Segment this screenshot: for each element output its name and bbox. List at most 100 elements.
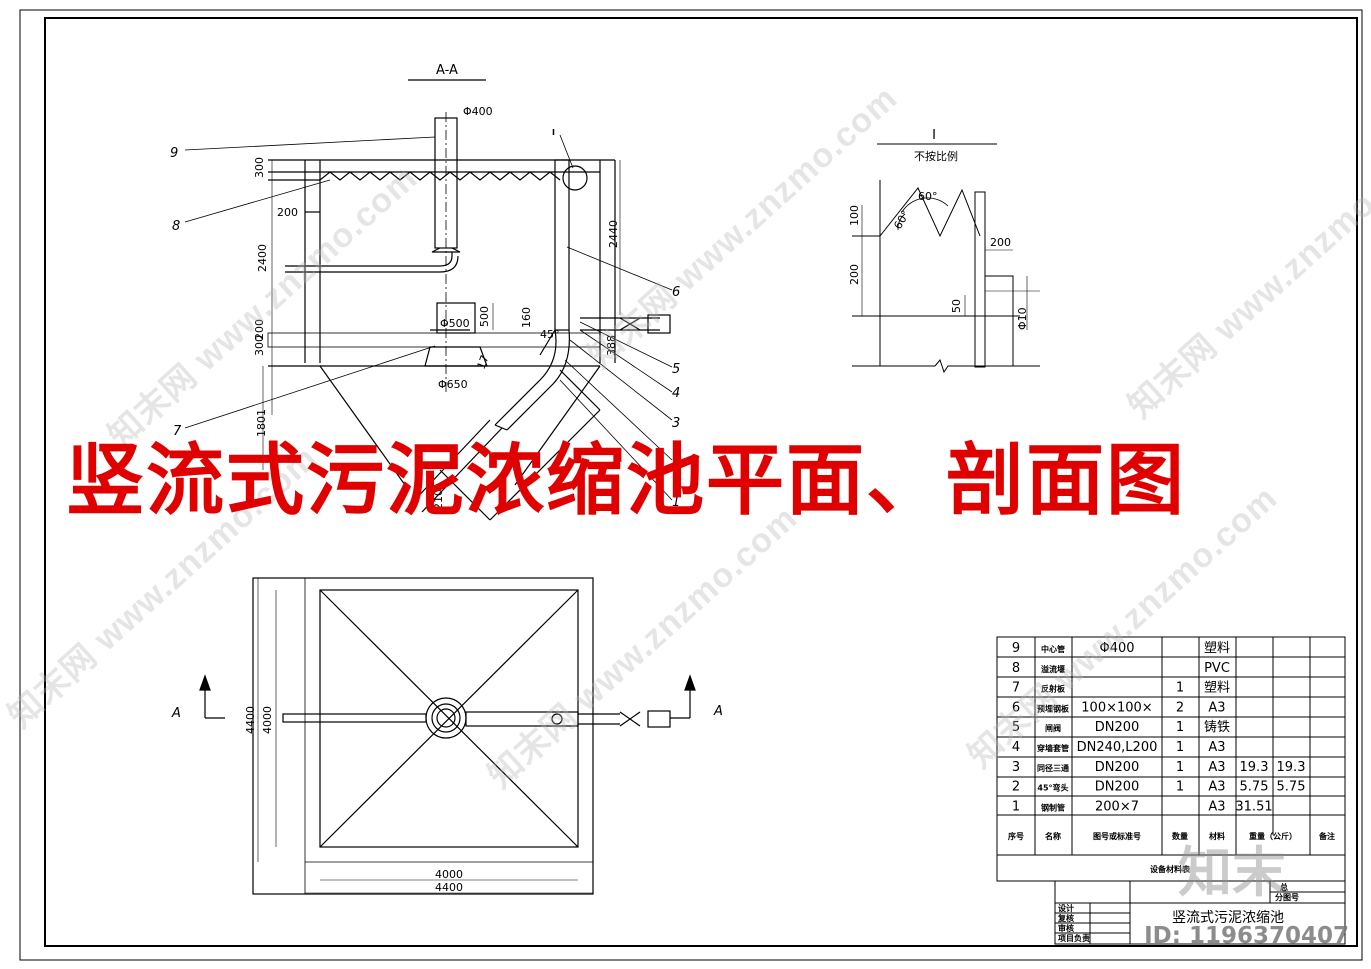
cell-sheet: 分图号 xyxy=(1275,892,1299,902)
plan-dim-4400-v: 4400 xyxy=(244,706,257,734)
dim-300-top: 300 xyxy=(253,157,266,178)
drawing-name: 竖流式污泥浓缩池 xyxy=(1172,910,1284,926)
dim-1801: 1801 xyxy=(255,409,268,437)
leader-7: 7 xyxy=(173,424,182,439)
dim-phi400: Φ400 xyxy=(463,105,493,118)
bom-cell-spec: DN200 xyxy=(1095,760,1140,775)
detail-dim-phi10: Φ10 xyxy=(1016,307,1029,330)
bom-cell-qty: 1 xyxy=(1176,681,1184,696)
bom-cell-qty: 2 xyxy=(1176,700,1184,715)
title-block xyxy=(1054,880,1346,945)
dim-160: 160 xyxy=(520,307,533,328)
bom-cell-spec: DN200 xyxy=(1095,780,1140,795)
bom-cell-mat: A3 xyxy=(1208,700,1225,715)
detail-dim-200-left: 200 xyxy=(848,264,861,285)
bom-cell-qty: 1 xyxy=(1176,780,1184,795)
bom-cell-w2: 19.3 xyxy=(1277,760,1306,775)
bom-cell-qty: 1 xyxy=(1176,760,1184,775)
bom-header-no: 序号 xyxy=(1008,831,1024,841)
bom-header-name: 名称 xyxy=(1045,831,1061,841)
bom-header-spec: 图号或标准号 xyxy=(1093,831,1141,841)
detail-subtitle: 不按比例 xyxy=(914,149,958,163)
bom-cell-w2: 5.75 xyxy=(1277,780,1306,795)
detail-circle xyxy=(562,165,588,191)
concrete-wall xyxy=(984,275,1014,367)
bom-caption: 设备材料表 xyxy=(1150,864,1191,874)
bom-cell-name: 钢制管 xyxy=(1041,802,1065,812)
section-mark-a-left: A xyxy=(171,706,181,721)
dim-300-mid: 300 xyxy=(253,335,266,356)
bom-cell-name: 穿墙套管 xyxy=(1037,743,1069,753)
leader-8: 8 xyxy=(172,219,180,234)
bom-cell-no: 1 xyxy=(1012,799,1020,814)
detail-dim-50: 50 xyxy=(950,299,963,313)
section-a-a: A-A xyxy=(184,63,673,521)
bom-cell-spec: Φ400 xyxy=(1099,641,1134,656)
bom-cell-mat: 塑料 xyxy=(1204,641,1230,656)
bom-cell-mat: A3 xyxy=(1208,799,1225,814)
bom-header-weight: 重量（公斤） xyxy=(1249,831,1297,841)
bom-cell-name: 预埋钢板 xyxy=(1037,703,1070,713)
plan-dim-4000-h: 4000 xyxy=(435,868,463,881)
plan-view xyxy=(199,577,696,895)
bom-cell-mat: PVC xyxy=(1204,661,1230,676)
leader-6: 6 xyxy=(672,285,680,300)
bom-cell-spec: DN240,L200 xyxy=(1077,740,1158,755)
overflow-weir xyxy=(319,171,561,181)
pipe-flare xyxy=(431,247,461,253)
bom-cell-mat: A3 xyxy=(1208,760,1225,775)
outer-border xyxy=(19,9,1363,961)
leader-3: 3 xyxy=(672,416,680,431)
section-label: A-A xyxy=(436,63,458,78)
detail-angle-1: 60° xyxy=(918,190,938,203)
leader-4: 4 xyxy=(672,386,680,401)
role-review: 复核 xyxy=(1057,913,1074,923)
bom-cell-no: 2 xyxy=(1012,780,1020,795)
cell-total: 总 xyxy=(1280,882,1288,892)
plan-dim-4400-h: 4400 xyxy=(435,881,463,894)
detail-dim-100: 100 xyxy=(848,205,861,226)
inner-border xyxy=(44,17,1358,947)
dim-210: 210 xyxy=(432,489,445,510)
dim-388: 388 xyxy=(605,335,618,356)
brand-logo: 知末 xyxy=(1178,840,1286,904)
bom-cell-name: 45°弯头 xyxy=(1037,783,1068,793)
plan-outer xyxy=(252,577,594,895)
detail-title: I xyxy=(932,128,936,143)
bom-cell-spec: 100×100× xyxy=(1081,700,1152,715)
id-tag: ID: 1196370407 xyxy=(1144,923,1349,949)
leader-1: 1 xyxy=(672,495,680,510)
bom-cell-no: 9 xyxy=(1012,641,1020,656)
bom-cell-name: 中心管 xyxy=(1041,644,1065,654)
bom-cell-name: 同径三通 xyxy=(1037,763,1069,773)
bom-cell-name: 溢流堰 xyxy=(1041,664,1065,674)
dim-2440: 2440 xyxy=(607,220,620,248)
bom-cell-w1: 19.3 xyxy=(1240,760,1269,775)
detail-angle-2: 60° xyxy=(891,208,912,231)
bom-cell-name: 反射板 xyxy=(1041,684,1066,694)
dim-phi500: Φ500 xyxy=(440,317,470,330)
bom-cell-qty: 1 xyxy=(1176,720,1184,735)
bom-cell-mat: A3 xyxy=(1208,740,1225,755)
role-approve: 审核 xyxy=(1058,923,1074,933)
bom-cell-name: 闸阀 xyxy=(1045,723,1061,733)
dim-500: 500 xyxy=(478,306,491,327)
leader-9: 9 xyxy=(170,146,178,161)
detail-i xyxy=(852,143,1040,374)
detail-ref-mark: I xyxy=(552,128,555,137)
section-mark-a-right: A xyxy=(713,704,723,719)
bom-cell-no: 6 xyxy=(1012,700,1020,715)
bom-cell-no: 5 xyxy=(1012,720,1020,735)
bom-cell-no: 8 xyxy=(1012,661,1020,676)
dim-2400: 2400 xyxy=(256,244,269,272)
dim-17: 17 xyxy=(475,353,492,371)
bom-cell-spec: 200×7 xyxy=(1095,799,1139,814)
bom-cell-mat: A3 xyxy=(1208,780,1225,795)
bom-cell-no: 4 xyxy=(1012,740,1020,755)
bom-cell-w1: 5.75 xyxy=(1240,780,1269,795)
drawing-overlay-title: 竖流式污泥浓缩池平面、剖面图 xyxy=(66,435,1187,526)
bom-cell-spec: DN200 xyxy=(1095,720,1140,735)
leader-2: 2 xyxy=(672,455,680,470)
